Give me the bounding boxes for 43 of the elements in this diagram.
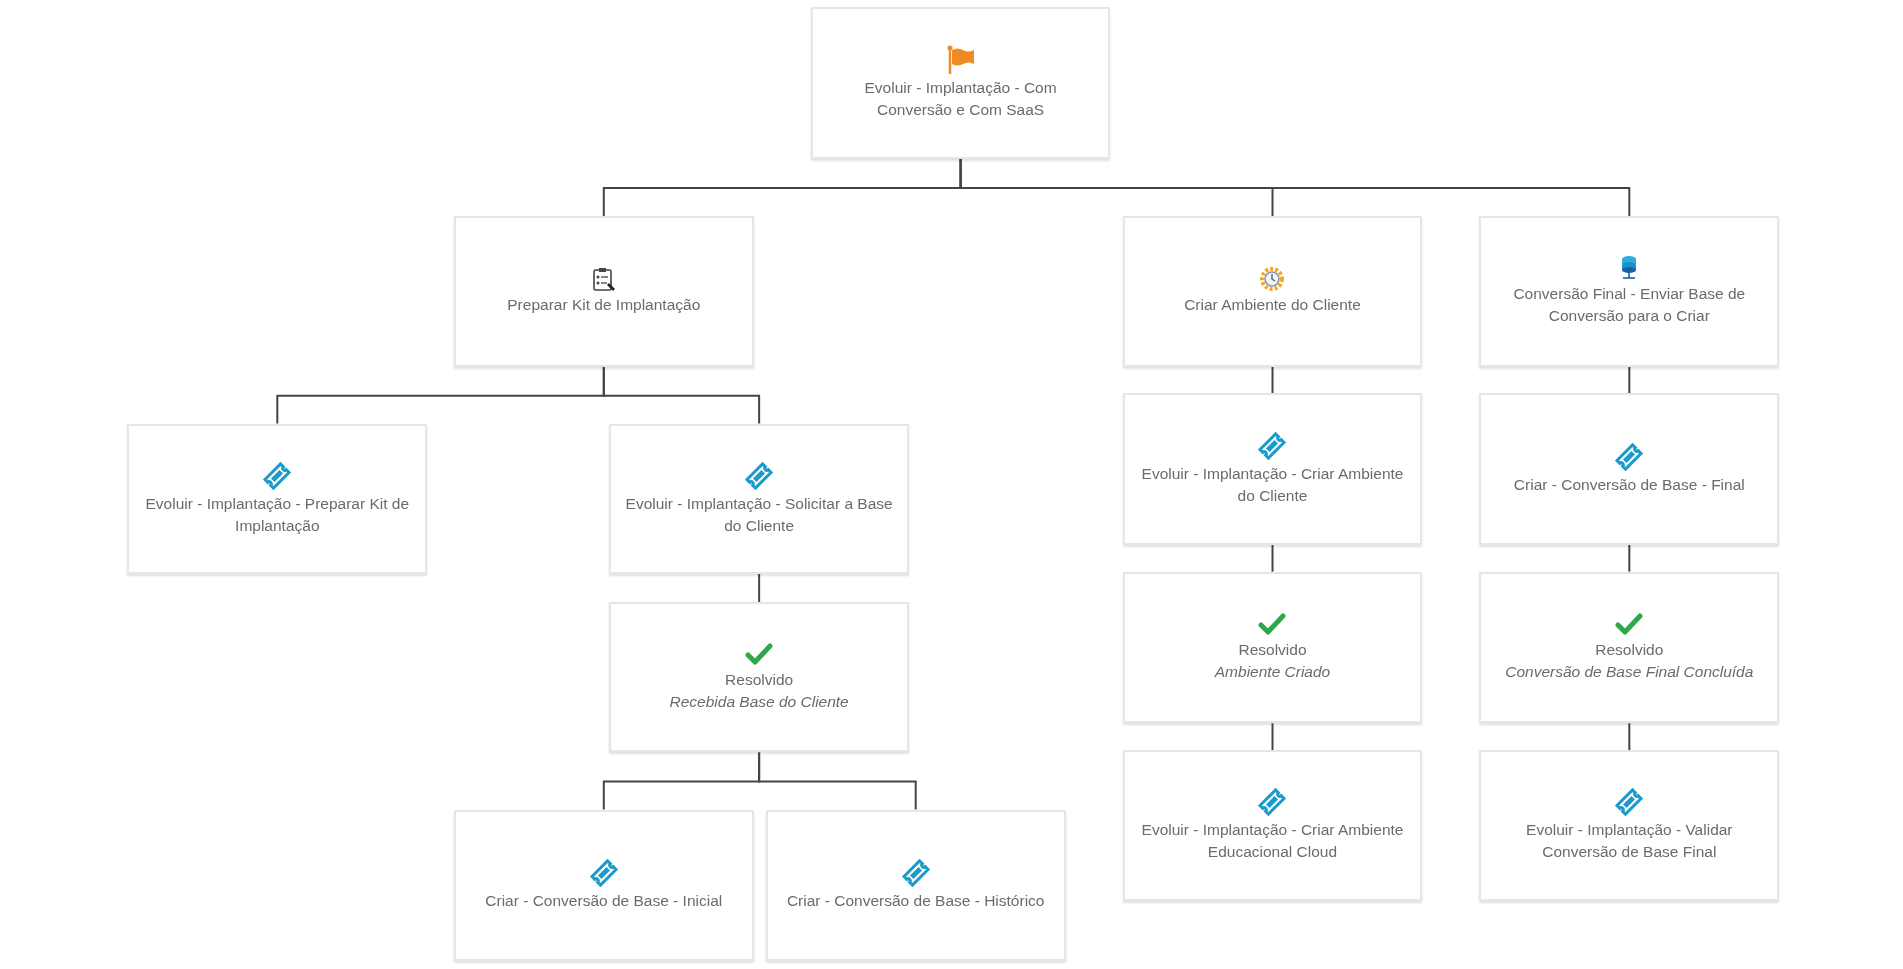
card-title: Resolvido bbox=[1595, 640, 1664, 661]
task-card bbox=[609, 423, 909, 575]
connector-line bbox=[1271, 365, 1274, 395]
connector-line bbox=[1628, 722, 1631, 752]
card-title: Preparar Kit de Implantação bbox=[507, 295, 701, 316]
card-title: Evoluir - Implantação - Com Conversão e Com SaaS bbox=[863, 78, 1058, 121]
card-title: Criar - Conversão de Base - Inicial bbox=[485, 891, 723, 912]
connector-line bbox=[602, 365, 761, 425]
connector-line bbox=[1628, 543, 1631, 573]
task-card bbox=[1122, 216, 1423, 367]
task-card bbox=[127, 423, 428, 575]
task-card bbox=[453, 216, 754, 367]
card-title: Criar Ambiente do Cliente bbox=[1184, 295, 1361, 316]
card-title: Criar - Conversão de Base - Final bbox=[1513, 475, 1745, 496]
task-card bbox=[765, 809, 1066, 962]
card-title: Criar - Conversão de Base - Histórico bbox=[786, 891, 1045, 912]
connector-line bbox=[1271, 722, 1274, 752]
card-title: Evoluir - Implantação - Criar Ambiente Educacional Cloud bbox=[1140, 820, 1405, 863]
task-card bbox=[1122, 750, 1423, 901]
connector-line bbox=[959, 158, 1631, 218]
task-card bbox=[1122, 393, 1423, 545]
card-title: Evoluir - Implantação - Validar Conversão de Base Final bbox=[1525, 820, 1734, 863]
task-card bbox=[1479, 393, 1780, 545]
task-card bbox=[609, 601, 909, 753]
status-note: Conversão de Base Final Concluída bbox=[1505, 662, 1754, 683]
card-title: Conversão Final - Enviar Base de Conversão para o Criar bbox=[1512, 284, 1747, 327]
task-card bbox=[1479, 216, 1780, 367]
connector-line bbox=[1271, 543, 1274, 573]
task-card bbox=[1122, 571, 1423, 724]
card-title: Resolvido bbox=[725, 670, 794, 691]
card-title: Resolvido bbox=[1238, 640, 1307, 661]
task-card bbox=[1479, 750, 1780, 901]
task-card bbox=[1479, 571, 1780, 724]
task-card bbox=[453, 809, 754, 962]
card-title: Evoluir - Implantação - Solicitar a Base do Cliente bbox=[625, 493, 893, 536]
card-title: Evoluir - Implantação - Preparar Kit de Implantação bbox=[144, 493, 411, 536]
connector-line bbox=[758, 751, 917, 811]
task-card bbox=[810, 7, 1111, 159]
connector-line bbox=[758, 573, 761, 603]
connector-line bbox=[1628, 365, 1631, 395]
card-title: Evoluir - Implantação - Criar Ambiente do Cliente bbox=[1140, 464, 1405, 507]
status-note: Recebida Base do Cliente bbox=[669, 692, 849, 713]
status-note: Ambiente Criado bbox=[1214, 662, 1331, 683]
